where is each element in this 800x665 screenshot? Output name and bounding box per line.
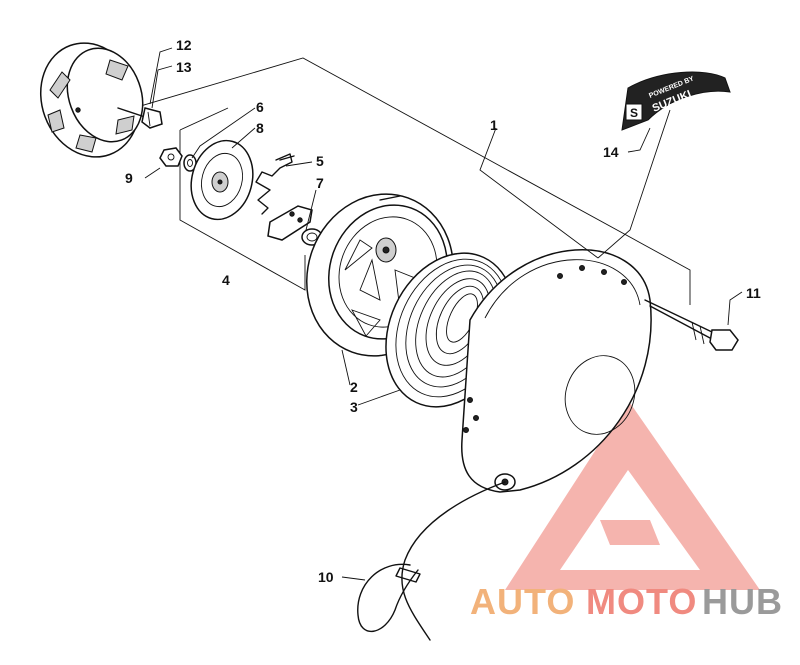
- pull-rope-part-10: [357, 481, 506, 641]
- nut-part-9: [159, 147, 183, 167]
- part-labels: 12 13 9 6 8 5 7 4 1 2 3 14 11 10: [125, 37, 761, 585]
- friction-plate-part-8: [190, 139, 254, 221]
- hub-cup-part-12: [39, 42, 144, 158]
- watermark-triangle-inner: [600, 520, 660, 545]
- label-part-6: 6: [256, 99, 264, 115]
- label-part-5: 5: [316, 153, 324, 169]
- label-part-7: 7: [316, 175, 324, 191]
- label-part-8: 8: [256, 120, 264, 136]
- label-part-4: 4: [222, 272, 230, 288]
- bolt-part-13: [117, 107, 163, 129]
- label-part-14: 14: [603, 144, 619, 160]
- watermark-logo: [505, 400, 760, 590]
- watermark-triangle: [505, 400, 760, 590]
- spring-clip-part-5: [255, 153, 295, 215]
- suzuki-logo-icon: [625, 103, 643, 121]
- label-part-10: 10: [318, 569, 334, 585]
- label-part-12: 12: [176, 37, 192, 53]
- assembly-lines: [99, 57, 691, 305]
- label-part-9: 9: [125, 170, 133, 186]
- decal-logo-letter: S: [630, 106, 638, 120]
- label-part-2: 2: [350, 379, 358, 395]
- watermark-word-auto: AUTO: [470, 581, 575, 622]
- watermark-word-moto: MOTO: [586, 581, 697, 622]
- label-part-11: 11: [746, 285, 761, 301]
- pawl-part-7: [267, 205, 323, 246]
- watermark-word-hub: HUB: [702, 581, 783, 622]
- label-part-1: 1: [490, 117, 498, 133]
- label-part-3: 3: [350, 399, 358, 415]
- label-part-13: 13: [176, 59, 192, 75]
- watermark-text: AUTO MOTO HUB: [470, 581, 783, 622]
- housing-bolt-part-11: [644, 299, 739, 351]
- decal-part-14: S POWERED BY SUZUKI: [621, 71, 731, 131]
- leader-lines: [144, 47, 743, 581]
